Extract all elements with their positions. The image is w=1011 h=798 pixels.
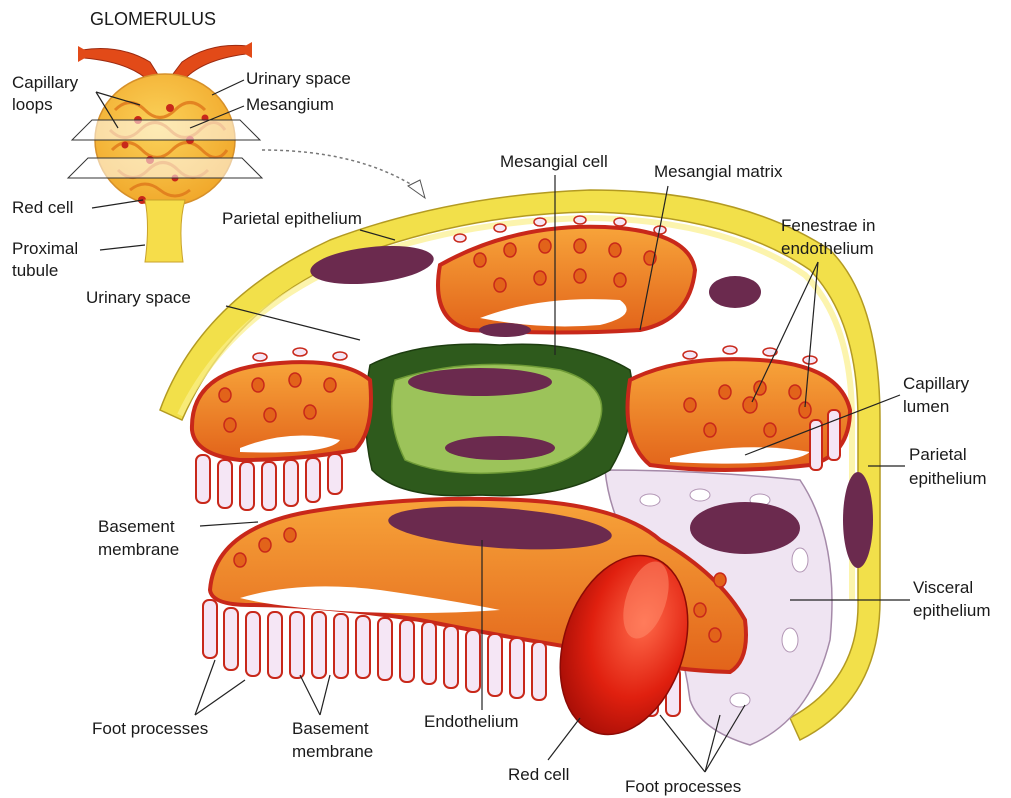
label-fenestrae-line2: endothelium	[781, 239, 874, 258]
section-plane-upper	[72, 120, 260, 140]
label-capillary-loops-line2: loops	[12, 95, 53, 114]
label-parietal-epithelium-top: Parietal epithelium	[222, 209, 362, 228]
label-basement-membrane-bottom-line2: membrane	[292, 742, 373, 761]
label-foot-processes-left: Foot processes	[92, 719, 208, 738]
label-inset-urinary-space: Urinary space	[246, 69, 351, 88]
label-proximal-tubule-line2: tubule	[12, 261, 58, 280]
label-visceral-epithelium-line2: epithelium	[913, 601, 991, 620]
inset-title: GLOMERULUS	[90, 9, 216, 29]
label-urinary-space: Urinary space	[86, 288, 191, 307]
label-capillary-lumen-line2: lumen	[903, 397, 949, 416]
label-basement-membrane-bottom-line1: Basement	[292, 719, 369, 738]
label-basement-membrane-left-line1: Basement	[98, 517, 175, 536]
label-parietal-epithelium-right-line1: Parietal	[909, 445, 967, 464]
label-mesangial-matrix: Mesangial matrix	[654, 162, 783, 181]
label-red-cell: Red cell	[508, 765, 569, 784]
section-plane-lower	[68, 158, 262, 178]
parietal-nucleus	[843, 472, 873, 568]
main-cross-section	[160, 190, 880, 751]
label-mesangial-cell: Mesangial cell	[500, 152, 608, 171]
magnify-arrow	[262, 150, 420, 190]
label-fenestrae-line1: Fenestrae in	[781, 216, 876, 235]
mesangial-nucleus	[408, 368, 552, 396]
label-capillary-lumen-line1: Capillary	[903, 374, 970, 393]
label-foot-processes-bottom: Foot processes	[625, 777, 741, 796]
proximal-tubule	[145, 200, 185, 262]
label-capillary-loops-line1: Capillary	[12, 73, 79, 92]
label-inset-red-cell: Red cell	[12, 198, 73, 217]
parietal-nucleus	[709, 276, 761, 308]
mesangial-nucleus	[445, 436, 555, 460]
podocyte-nucleus	[690, 502, 800, 554]
label-visceral-epithelium-line1: Visceral	[913, 578, 973, 597]
label-mesangium: Mesangium	[246, 95, 334, 114]
label-proximal-tubule-line1: Proximal	[12, 239, 78, 258]
label-endothelium: Endothelium	[424, 712, 519, 731]
label-basement-membrane-left-line2: membrane	[98, 540, 179, 559]
label-parietal-epithelium-right-line2: epithelium	[909, 469, 987, 488]
